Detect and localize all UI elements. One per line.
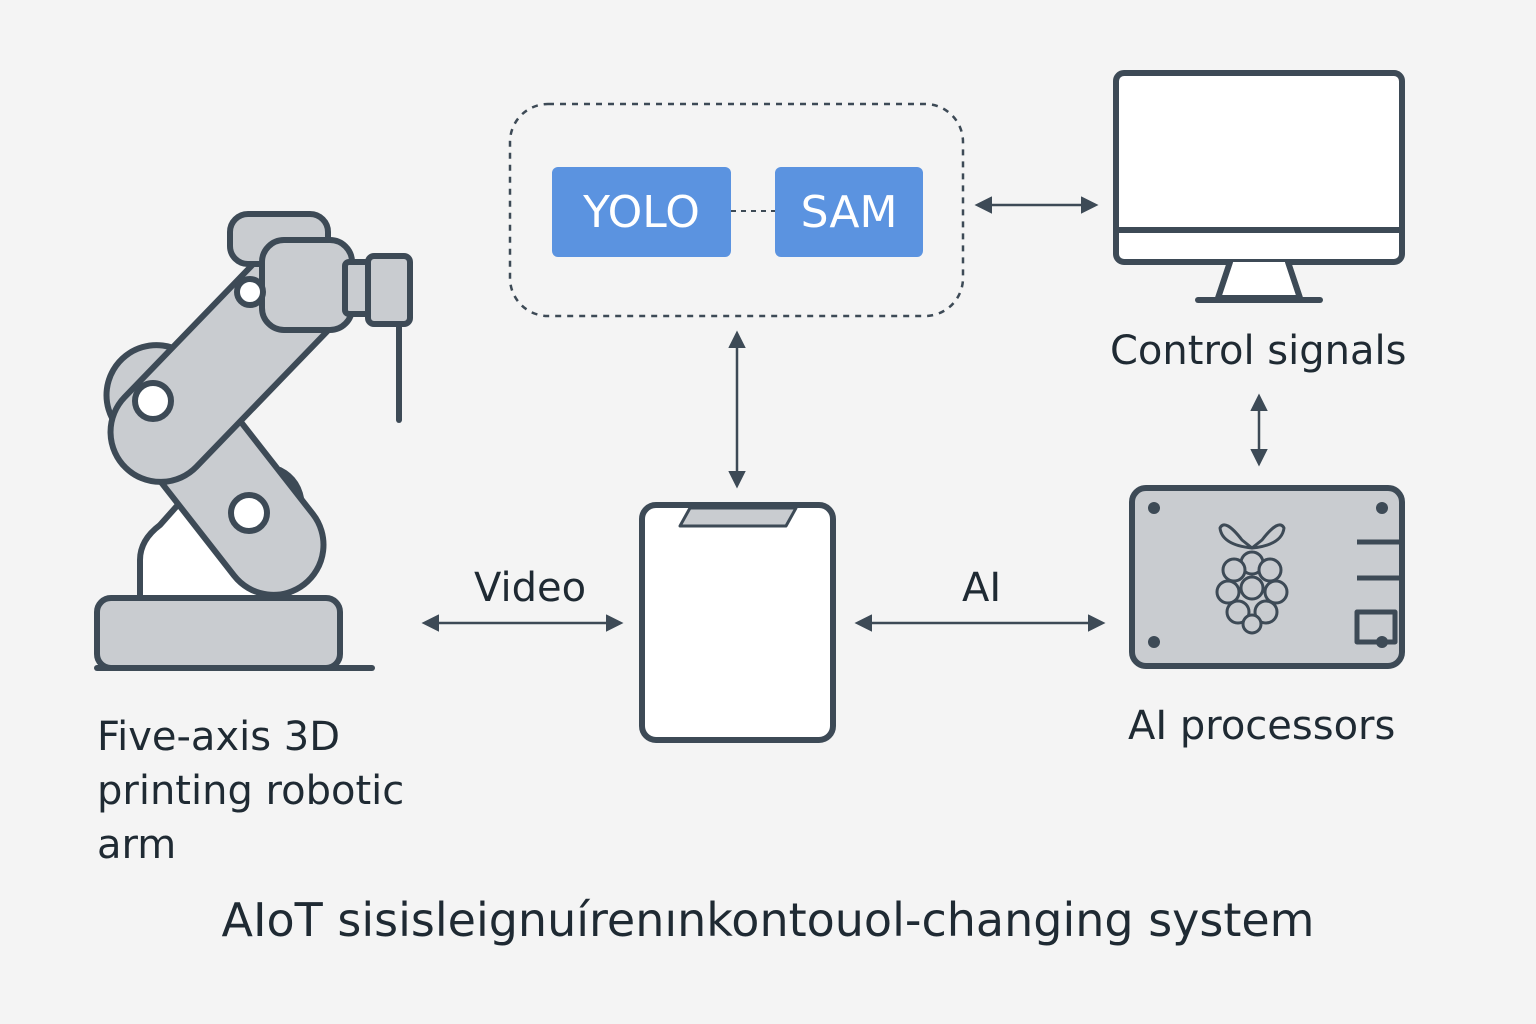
control-signals-label: Control signals <box>1110 328 1407 374</box>
ai-processors-label: AI processors <box>1128 703 1396 749</box>
robotic-arm-label: Five-axis 3D printing robotic arm <box>97 710 404 872</box>
robotic-arm-icon <box>94 211 413 671</box>
robotic-arm-label-line-3: arm <box>97 822 177 868</box>
sam-label: SAM <box>800 186 898 238</box>
diagram-caption: AIoT sisisleignuírenınkontouol-changing … <box>221 893 1315 947</box>
yolo-box: YOLO <box>552 167 731 257</box>
video-label: Video <box>474 565 587 611</box>
tablet-icon <box>639 502 836 743</box>
robotic-arm-label-line-2: printing robotic <box>97 768 405 814</box>
raspberry-logo-icon <box>1215 523 1289 635</box>
monitor-icon <box>1113 70 1405 303</box>
model-container <box>508 102 965 318</box>
sam-box: SAM <box>775 167 923 257</box>
yolo-label: YOLO <box>583 186 700 238</box>
robotic-arm-label-line-1: Five-axis 3D <box>97 714 341 760</box>
raspberry-pi-board-icon <box>1129 485 1405 669</box>
ai-label: AI <box>962 565 1002 611</box>
